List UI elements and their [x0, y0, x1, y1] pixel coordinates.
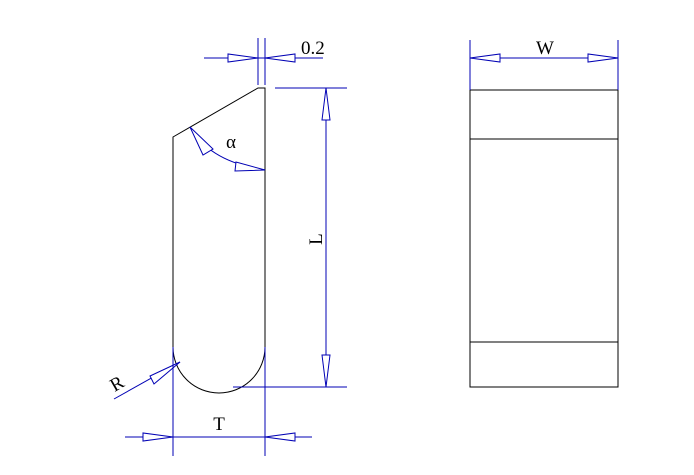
- angle-label: α: [226, 132, 236, 153]
- thickness-arrow-left: [142, 432, 174, 442]
- length-dimension: L: [233, 87, 347, 388]
- side-view-outline: [172, 87, 266, 394]
- side-view: [172, 87, 266, 394]
- angle-arrow-lower: [234, 161, 266, 172]
- radius-dimension: R: [107, 361, 181, 400]
- angle-arrow-upper: [189, 126, 214, 156]
- angle-dimension: α: [189, 126, 266, 172]
- radius-arrow: [149, 361, 181, 385]
- offset-label: 0.2: [301, 38, 325, 59]
- offset-dimension: 0.2: [204, 38, 325, 85]
- length-arrow-bottom: [321, 354, 331, 388]
- width-label: W: [536, 38, 554, 59]
- thickness-label: T: [213, 414, 225, 435]
- offset-arrow-right: [264, 53, 296, 63]
- width-arrow-left: [469, 53, 501, 63]
- thickness-dimension: T: [125, 347, 312, 456]
- front-view: [469, 89, 619, 388]
- width-arrow-right: [587, 53, 619, 63]
- length-label: L: [306, 233, 327, 245]
- offset-arrow-left: [227, 53, 259, 63]
- front-view-outline: [469, 89, 619, 388]
- length-arrow-top: [321, 87, 331, 121]
- width-dimension: W: [469, 38, 619, 90]
- thickness-arrow-right: [264, 432, 296, 442]
